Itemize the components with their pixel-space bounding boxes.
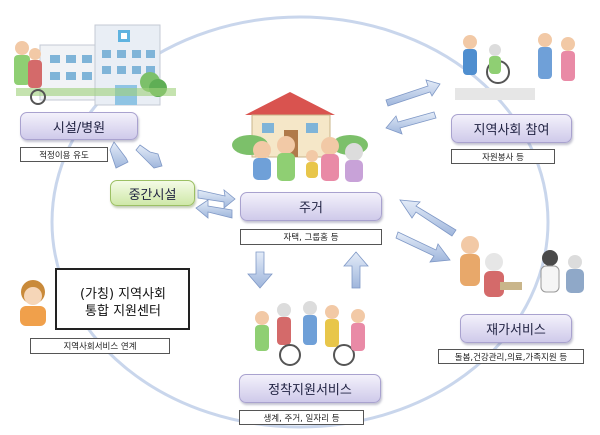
- arrow-intermediate-to-housing: [197, 189, 236, 209]
- support-center-line2: 통합 지원센터: [85, 304, 161, 319]
- arrow-housing-to-homeservice: [395, 231, 451, 263]
- arrow-community-to-housing: [385, 111, 437, 135]
- arrow-settlement-to-housing: [343, 251, 369, 289]
- arrow-homeservice-to-housing: [399, 199, 457, 237]
- hospital-illustration: [14, 24, 176, 106]
- settlement-group-illustration: [255, 301, 365, 366]
- house-family-illustration: [232, 92, 368, 182]
- volunteer-illustration: [455, 33, 575, 100]
- arrow-facility-to-intermediate: [135, 144, 163, 169]
- home-service-note: 돌봄,건강관리,의료,가족지원 등: [438, 349, 584, 364]
- support-center-line1: (가칭) 지역사회: [79, 287, 167, 302]
- arrow-intermediate-to-facility: [109, 141, 129, 169]
- settlement-note: 생계, 주거, 일자리 등: [239, 410, 364, 425]
- housing-note: 자택, 그룹홈 등: [240, 229, 382, 245]
- community-note: 자원봉사 등: [451, 149, 555, 164]
- home-service-box: 재가서비스: [460, 314, 572, 343]
- arrow-housing-to-settlement: [247, 251, 273, 289]
- counselor-avatar: [20, 280, 46, 326]
- cycle-ring: [50, 15, 550, 429]
- support-center-label: (가칭) 지역사회 통합 지원센터: [62, 286, 184, 320]
- arrow-housing-to-community: [385, 79, 441, 107]
- facility-note: 적정이용 유도: [20, 147, 108, 162]
- intermediate-facility-box: 중간시설: [110, 180, 195, 206]
- arrow-housing-to-intermediate: [195, 199, 233, 219]
- housing-box: 주거: [240, 192, 382, 221]
- support-center-card: [55, 268, 190, 330]
- care-illustration: [460, 236, 584, 297]
- settlement-support-box: 정착지원서비스: [239, 374, 381, 403]
- facility-hospital-box: 시설/병원: [20, 112, 138, 140]
- support-center-note: 지역사회서비스 연계: [30, 338, 170, 354]
- community-participation-box: 지역사회 참여: [451, 114, 572, 143]
